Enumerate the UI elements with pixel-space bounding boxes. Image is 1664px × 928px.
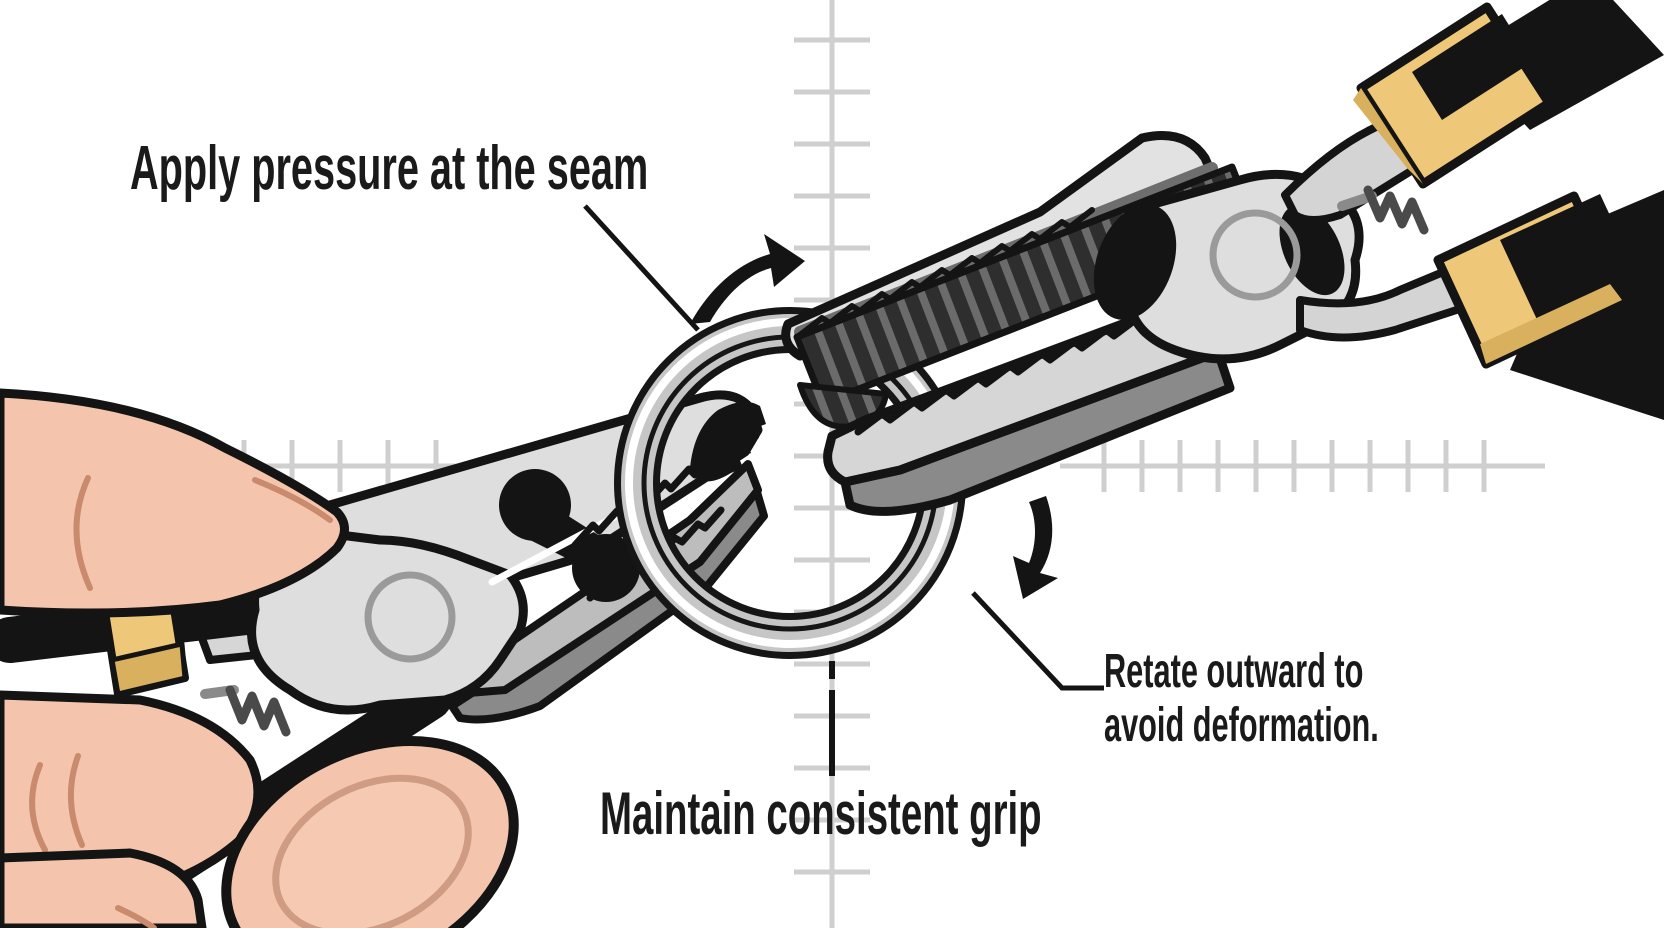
hand-thumbnail bbox=[272, 774, 472, 928]
curved-arrow-up-right-icon bbox=[690, 234, 805, 324]
hand-palm-crease bbox=[29, 762, 48, 853]
right-upper-handle-cap-shade bbox=[1353, 88, 1423, 184]
right-pliers bbox=[781, 0, 1664, 516]
label-apply-pressure: Apply pressure at the seam bbox=[130, 134, 649, 203]
seam-leader-line bbox=[583, 204, 700, 332]
hand bbox=[0, 388, 519, 928]
left-jaw-grip-teeth bbox=[690, 401, 766, 482]
left-spring-coil bbox=[225, 685, 291, 737]
left-pliers-body bbox=[247, 525, 528, 715]
rotate-leader-line bbox=[971, 591, 1104, 691]
hand-top-finger-crease bbox=[252, 477, 333, 523]
right-lower-jaw-serration bbox=[854, 314, 1142, 436]
right-upper-handle-cap-grip bbox=[1412, 14, 1532, 120]
label-rotate-outward-line2: avoid deformation. bbox=[1104, 698, 1379, 752]
left-lower-jaw bbox=[428, 460, 762, 700]
left-upper-handle-cap-shade bbox=[109, 641, 188, 697]
ruler-horizontal-ticks-right bbox=[1101, 440, 1487, 492]
right-lower-jaw-underside bbox=[840, 347, 1235, 516]
left-pivot-circle bbox=[364, 571, 456, 663]
right-spring-coil bbox=[1363, 185, 1429, 235]
label-rotate-outward: Retate outward to avoid deformation. bbox=[1104, 645, 1379, 753]
hand-top-finger-crease-2 bbox=[73, 475, 93, 591]
label-rotate-outward-line1: Retate outward to bbox=[1104, 645, 1364, 698]
hand-palm-crease-2 bbox=[67, 753, 85, 848]
right-jaw-cutout-left bbox=[1093, 204, 1177, 320]
right-pivot-circle bbox=[1209, 209, 1301, 301]
right-upper-jaw-serration bbox=[797, 207, 1095, 338]
label-maintain-grip: Maintain consistent grip bbox=[600, 780, 1042, 847]
left-pliers bbox=[0, 388, 768, 928]
hand-bottom-finger bbox=[0, 848, 207, 928]
hand-top-finger bbox=[0, 388, 349, 618]
annotations bbox=[583, 204, 1104, 776]
curved-arrow-down-left-icon bbox=[1013, 496, 1058, 599]
hand-bottom-finger-crease bbox=[115, 905, 157, 928]
right-lower-handle-cap-shade bbox=[1480, 284, 1622, 364]
